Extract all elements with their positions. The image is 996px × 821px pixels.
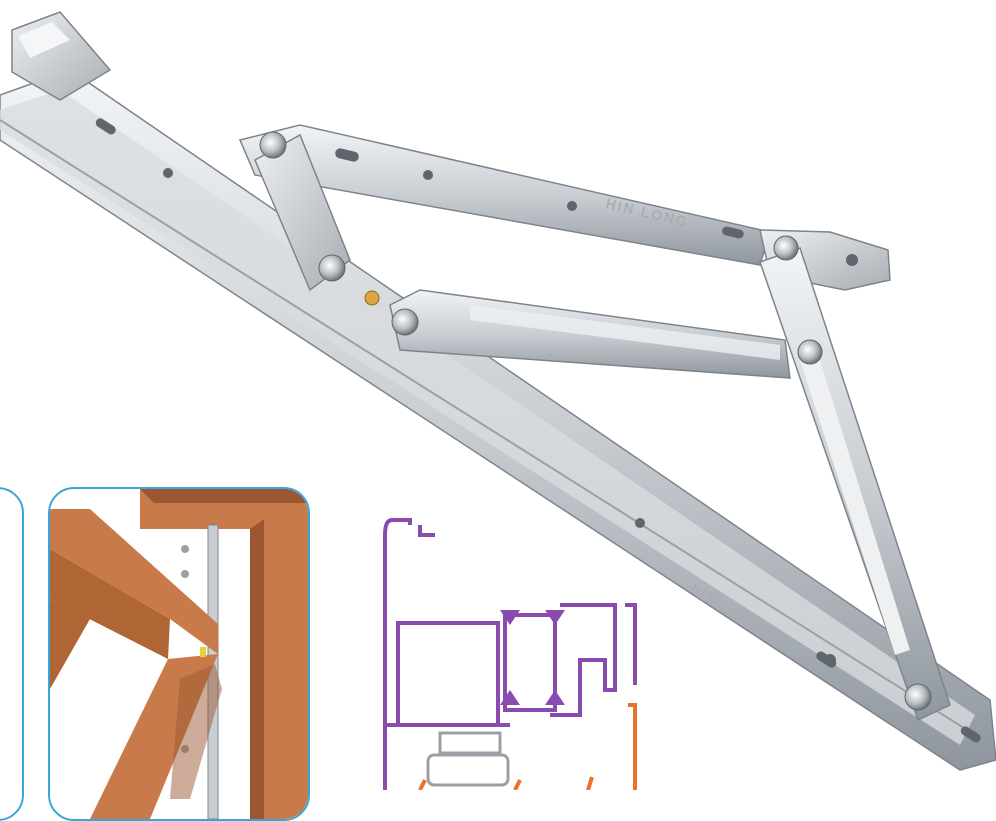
- gasket-joints: [500, 610, 565, 705]
- friction-stay-hinge: HIN LONG HIN LONG: [0, 11, 996, 771]
- end-cap: [11, 11, 112, 101]
- base-track: HIN LONG: [0, 69, 996, 771]
- wood-frame-illustration: [50, 489, 308, 819]
- support-arm: [389, 289, 791, 379]
- inset-window-frame: [48, 487, 310, 821]
- profile-cross-section: [383, 518, 637, 790]
- thermal-break: [426, 731, 510, 787]
- inset-panel-left: [0, 487, 24, 821]
- rivets: [259, 131, 932, 711]
